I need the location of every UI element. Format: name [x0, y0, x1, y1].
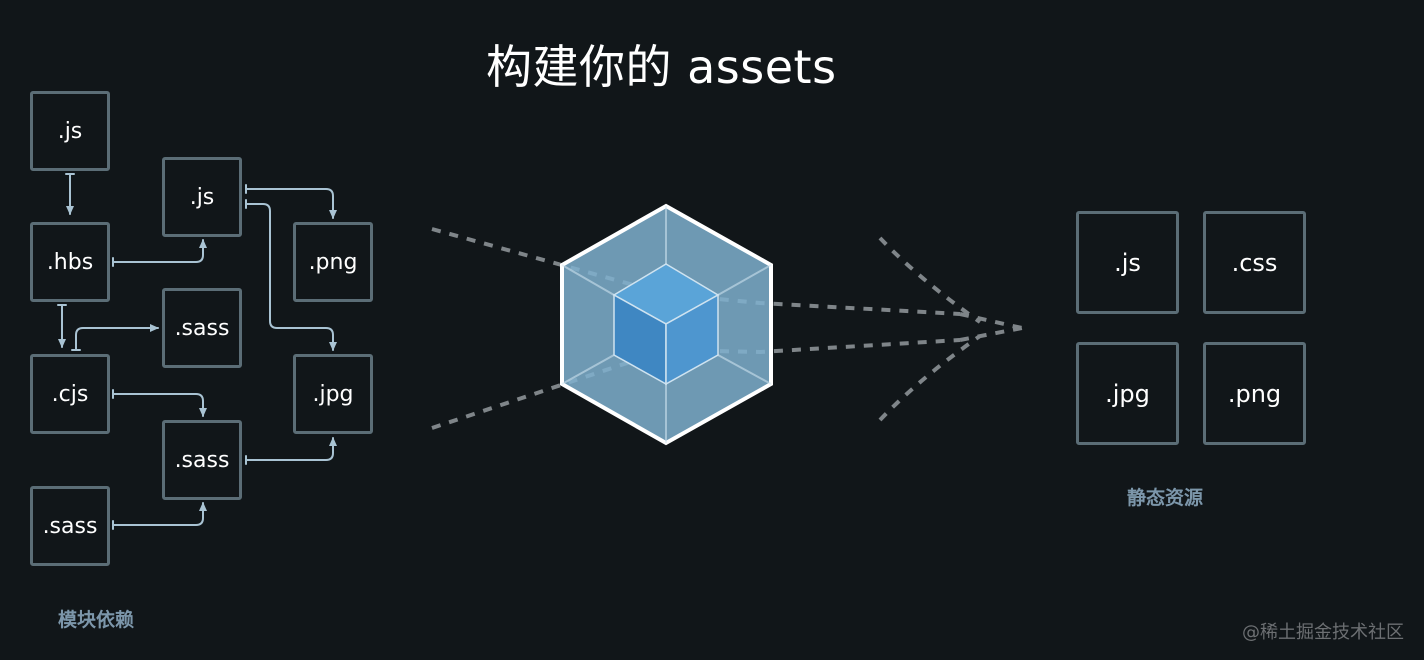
arrow-cjs-to-sass: [75, 324, 159, 351]
asset-box-jpg: .jpg: [1076, 342, 1179, 445]
dashed-flow-line: [878, 334, 982, 422]
asset-box-css: .css: [1203, 211, 1306, 314]
asset-box-js: .js: [1076, 211, 1179, 314]
watermark: @稀土掘金技术社区: [1242, 622, 1404, 643]
arrow-cjs-to-sass-lower: [112, 393, 207, 417]
page-title: 构建你的 assets: [486, 40, 837, 94]
arrow-sass-to-sass: [112, 502, 207, 526]
asset-box-label: .png: [1227, 379, 1282, 408]
asset-box-label: .js: [1114, 248, 1141, 277]
asset-box-label: .css: [1231, 248, 1278, 277]
arrow-js-to-jpg: [245, 203, 337, 351]
module-box-js: .js: [162, 157, 242, 237]
arrow-js-to-png: [245, 188, 337, 219]
arrow-sass-to-jpg: [245, 437, 337, 461]
asset-box-png: .png: [1203, 342, 1306, 445]
dashed-flow-line: [959, 312, 1023, 330]
dashed-flow-line: [959, 326, 1023, 342]
module-box-js: .js: [30, 91, 110, 171]
asset-box-label: .jpg: [1105, 379, 1150, 408]
right-group-caption: 静态资源: [1127, 487, 1204, 509]
arrow-hbs-to-js: [112, 239, 207, 263]
dashed-flow-line: [878, 236, 982, 324]
webpack-cube-icon: [560, 203, 773, 446]
left-group-caption: 模块依赖: [58, 609, 135, 631]
module-box-sass: .sass: [30, 486, 110, 566]
